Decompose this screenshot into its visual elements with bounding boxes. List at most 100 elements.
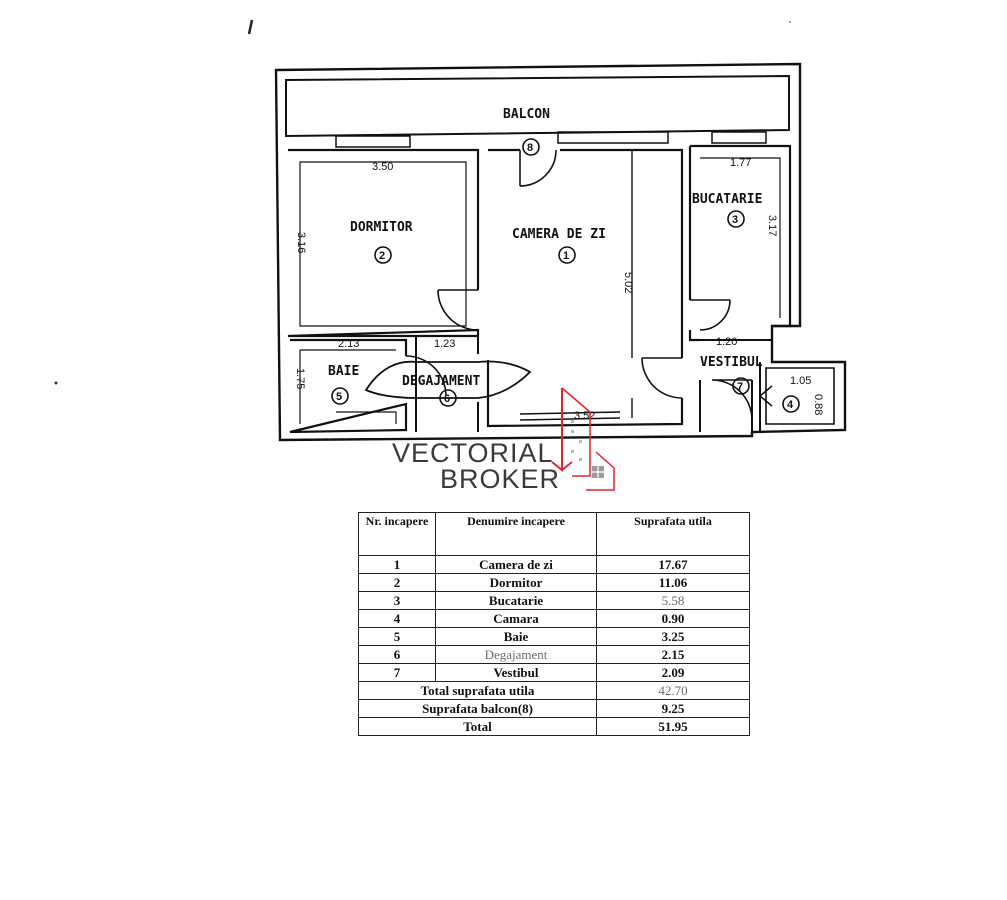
cell-nr: 5 [358, 627, 436, 646]
total-value: 42.70 [596, 681, 750, 700]
cell-name: Camara [435, 609, 597, 628]
room-number-circle [782, 395, 800, 413]
door-camera [641, 357, 683, 399]
bucatarie-walls [688, 144, 792, 342]
header-denumire: Denumire incapere [435, 512, 597, 556]
dim-baie-width: 2.13 [338, 338, 359, 350]
door-entrance [711, 379, 753, 421]
cell-area: 0.90 [596, 609, 750, 628]
total-value: 9.25 [596, 699, 750, 718]
cell-name: Dormitor [435, 573, 597, 592]
room-number-5: 5 [336, 391, 342, 403]
room-label-bucatarie: BUCATARIE [692, 192, 762, 207]
area-table: Nr. incapere Denumire incapere Suprafata… [358, 512, 750, 736]
dim-vestibul-width: 1.20 [716, 336, 737, 348]
total-row: Suprafata balcon(8) 9.25 [358, 699, 750, 718]
total-row: Total suprafata utila 42.70 [358, 681, 750, 700]
scan-mark [247, 19, 254, 35]
table-header-row: Nr. incapere Denumire incapere Suprafata… [358, 512, 750, 556]
room-number-circle [374, 246, 392, 264]
room-label-vestibul: VESTIBUL [700, 355, 763, 370]
door-baie [405, 355, 447, 397]
cell-nr: 2 [358, 573, 436, 592]
window [711, 131, 767, 144]
door-camara [759, 385, 773, 407]
room-number-8: 8 [527, 142, 533, 154]
total-row: Total 51.95 [358, 717, 750, 736]
room-number-circle [558, 246, 576, 264]
cell-nr: 1 [358, 555, 436, 574]
window [557, 131, 669, 144]
table-row: 7 Vestibul 2.09 [358, 663, 750, 682]
watermark-house-outline [561, 387, 591, 477]
baie-walls [289, 338, 408, 434]
dormitor-walls [287, 148, 480, 338]
cell-area: 5.58 [596, 591, 750, 610]
table-row: 2 Dormitor 11.06 [358, 573, 750, 592]
dormitor-inner [299, 161, 467, 327]
watermark-arrow [551, 388, 573, 473]
cell-name: Bucatarie [435, 591, 597, 610]
cell-nr: 3 [358, 591, 436, 610]
room-label-baie: BAIE [328, 364, 359, 379]
degajament-walls [415, 336, 479, 432]
watermark-roof [586, 451, 615, 491]
room-number-circle [727, 210, 745, 228]
header-nr: Nr. incapere [358, 512, 436, 556]
window [335, 135, 411, 148]
dim-bucatarie-width: 1.77 [730, 157, 751, 169]
cell-nr: 6 [358, 645, 436, 664]
room-number-circle [439, 389, 457, 407]
total-label: Total [358, 717, 597, 736]
dim-camera-height: 5.02 [622, 272, 634, 293]
door-balcon [519, 149, 557, 187]
cell-area: 11.06 [596, 573, 750, 592]
dim-camera-width: 3.52 [574, 410, 595, 422]
cell-name: Baie [435, 627, 597, 646]
door-dormitor [437, 289, 479, 331]
camera-walls [486, 148, 684, 428]
room-number-4: 4 [787, 399, 794, 411]
room-number-7: 7 [737, 381, 743, 393]
room-number-1: 1 [563, 250, 569, 262]
vestibul-walls [690, 339, 772, 432]
degajament-shape [364, 360, 532, 399]
cell-area: 2.15 [596, 645, 750, 664]
room-label-camera: CAMERA DE ZI [512, 227, 606, 242]
cell-area: 17.67 [596, 555, 750, 574]
cell-area: 3.25 [596, 627, 750, 646]
table-row: 6 Degajament 2.15 [358, 645, 750, 664]
cell-area: 2.09 [596, 663, 750, 682]
room-number-6: 6 [444, 393, 450, 405]
watermark-line1: VECTORIAL [392, 438, 554, 468]
outer-wall [274, 62, 847, 442]
dim-dormitor-height: 3.16 [295, 232, 307, 253]
camara-walls [765, 367, 835, 425]
room-label-balcon: BALCON [503, 107, 550, 122]
table-row: 3 Bucatarie 5.58 [358, 591, 750, 610]
cell-nr: 4 [358, 609, 436, 628]
room-number-circle [331, 387, 349, 405]
scan-dot [54, 381, 58, 385]
header-suprafata: Suprafata utila [596, 512, 750, 556]
dim-degajament-width: 1.23 [434, 338, 455, 350]
cell-nr: 7 [358, 663, 436, 682]
total-label: Suprafata balcon(8) [358, 699, 597, 718]
room-number-circle [732, 377, 750, 395]
room-number-3: 3 [732, 214, 738, 226]
cell-name: Degajament [435, 645, 597, 664]
watermark-logo: VECTORIAL BROKER [392, 387, 615, 494]
total-label: Total suprafata utila [358, 681, 597, 700]
bucatarie-inner [700, 157, 781, 318]
table-row: 5 Baie 3.25 [358, 627, 750, 646]
cell-name: Camera de zi [435, 555, 597, 574]
door-bucatarie [690, 299, 731, 331]
room-number-2: 2 [379, 250, 385, 262]
total-value: 51.95 [596, 717, 750, 736]
dim-bucatarie-height: 3.17 [766, 215, 778, 236]
table-row: 4 Camara 0.90 [358, 609, 750, 628]
baie-inner [299, 349, 397, 424]
dim-camara-width: 1.05 [790, 375, 811, 387]
scan-dot [789, 21, 791, 23]
